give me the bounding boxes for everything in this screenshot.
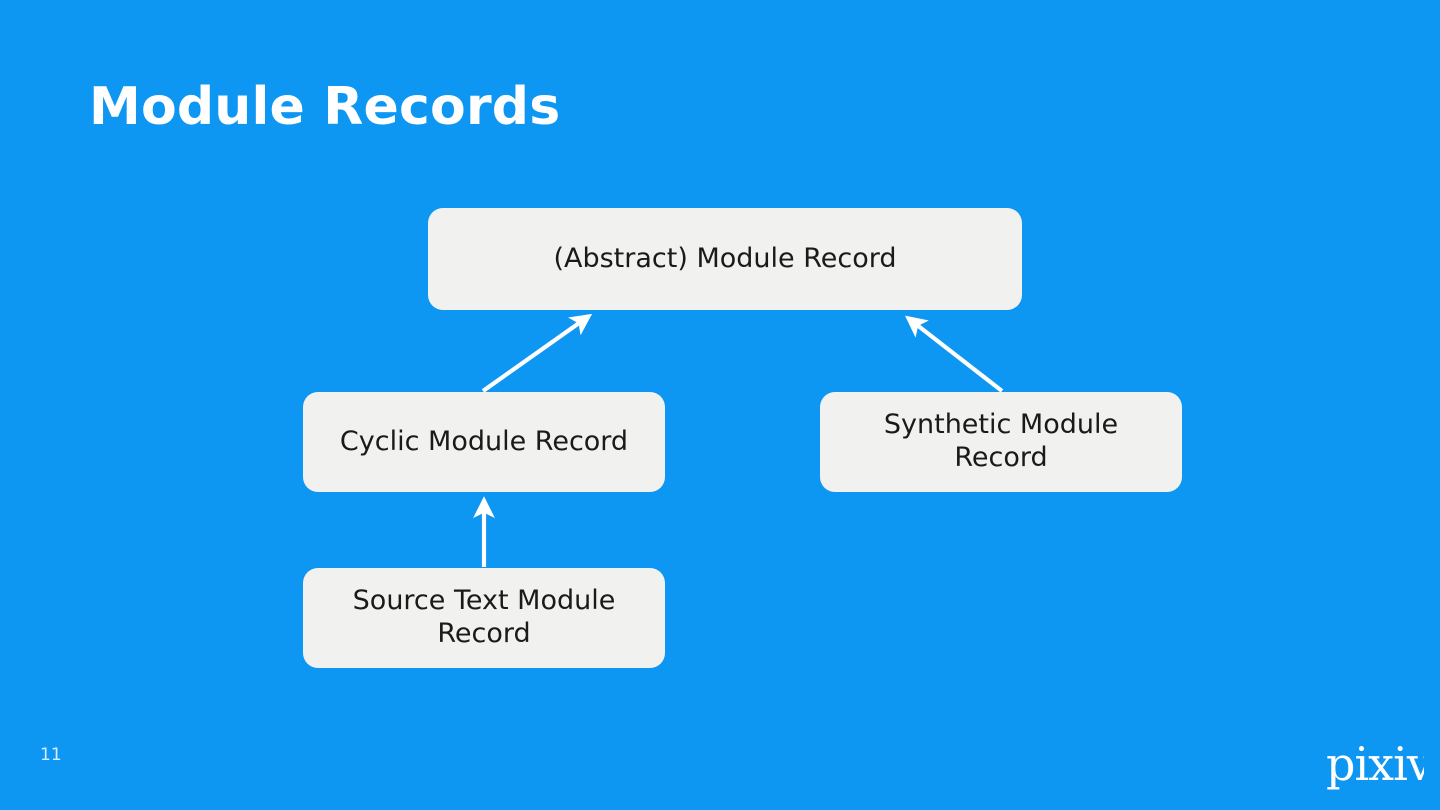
node-synthetic-module-record[interactable]: Synthetic Module Record bbox=[820, 392, 1182, 492]
edge-synthetic-to-abstract bbox=[905, 315, 1004, 393]
node-synthetic-module-record-label: Synthetic Module Record bbox=[883, 409, 1119, 473]
pixiv-logo: pixiv bbox=[1326, 742, 1424, 790]
node-abstract-module-record[interactable]: (Abstract) Module Record bbox=[428, 208, 1022, 310]
pixiv-logo-text: pixiv bbox=[1326, 742, 1424, 790]
page-title: Module Records bbox=[89, 77, 561, 137]
edge-cyclic-to-abstract bbox=[481, 313, 593, 393]
page-number: 11 bbox=[40, 745, 62, 765]
node-source-text-module-record[interactable]: Source Text Module Record bbox=[303, 568, 665, 668]
node-source-text-module-record-label: Source Text Module Record bbox=[352, 585, 616, 649]
node-cyclic-module-record-label: Cyclic Module Record bbox=[339, 425, 629, 457]
node-cyclic-module-record[interactable]: Cyclic Module Record bbox=[303, 392, 665, 492]
node-abstract-module-record-label: (Abstract) Module Record bbox=[553, 242, 897, 274]
